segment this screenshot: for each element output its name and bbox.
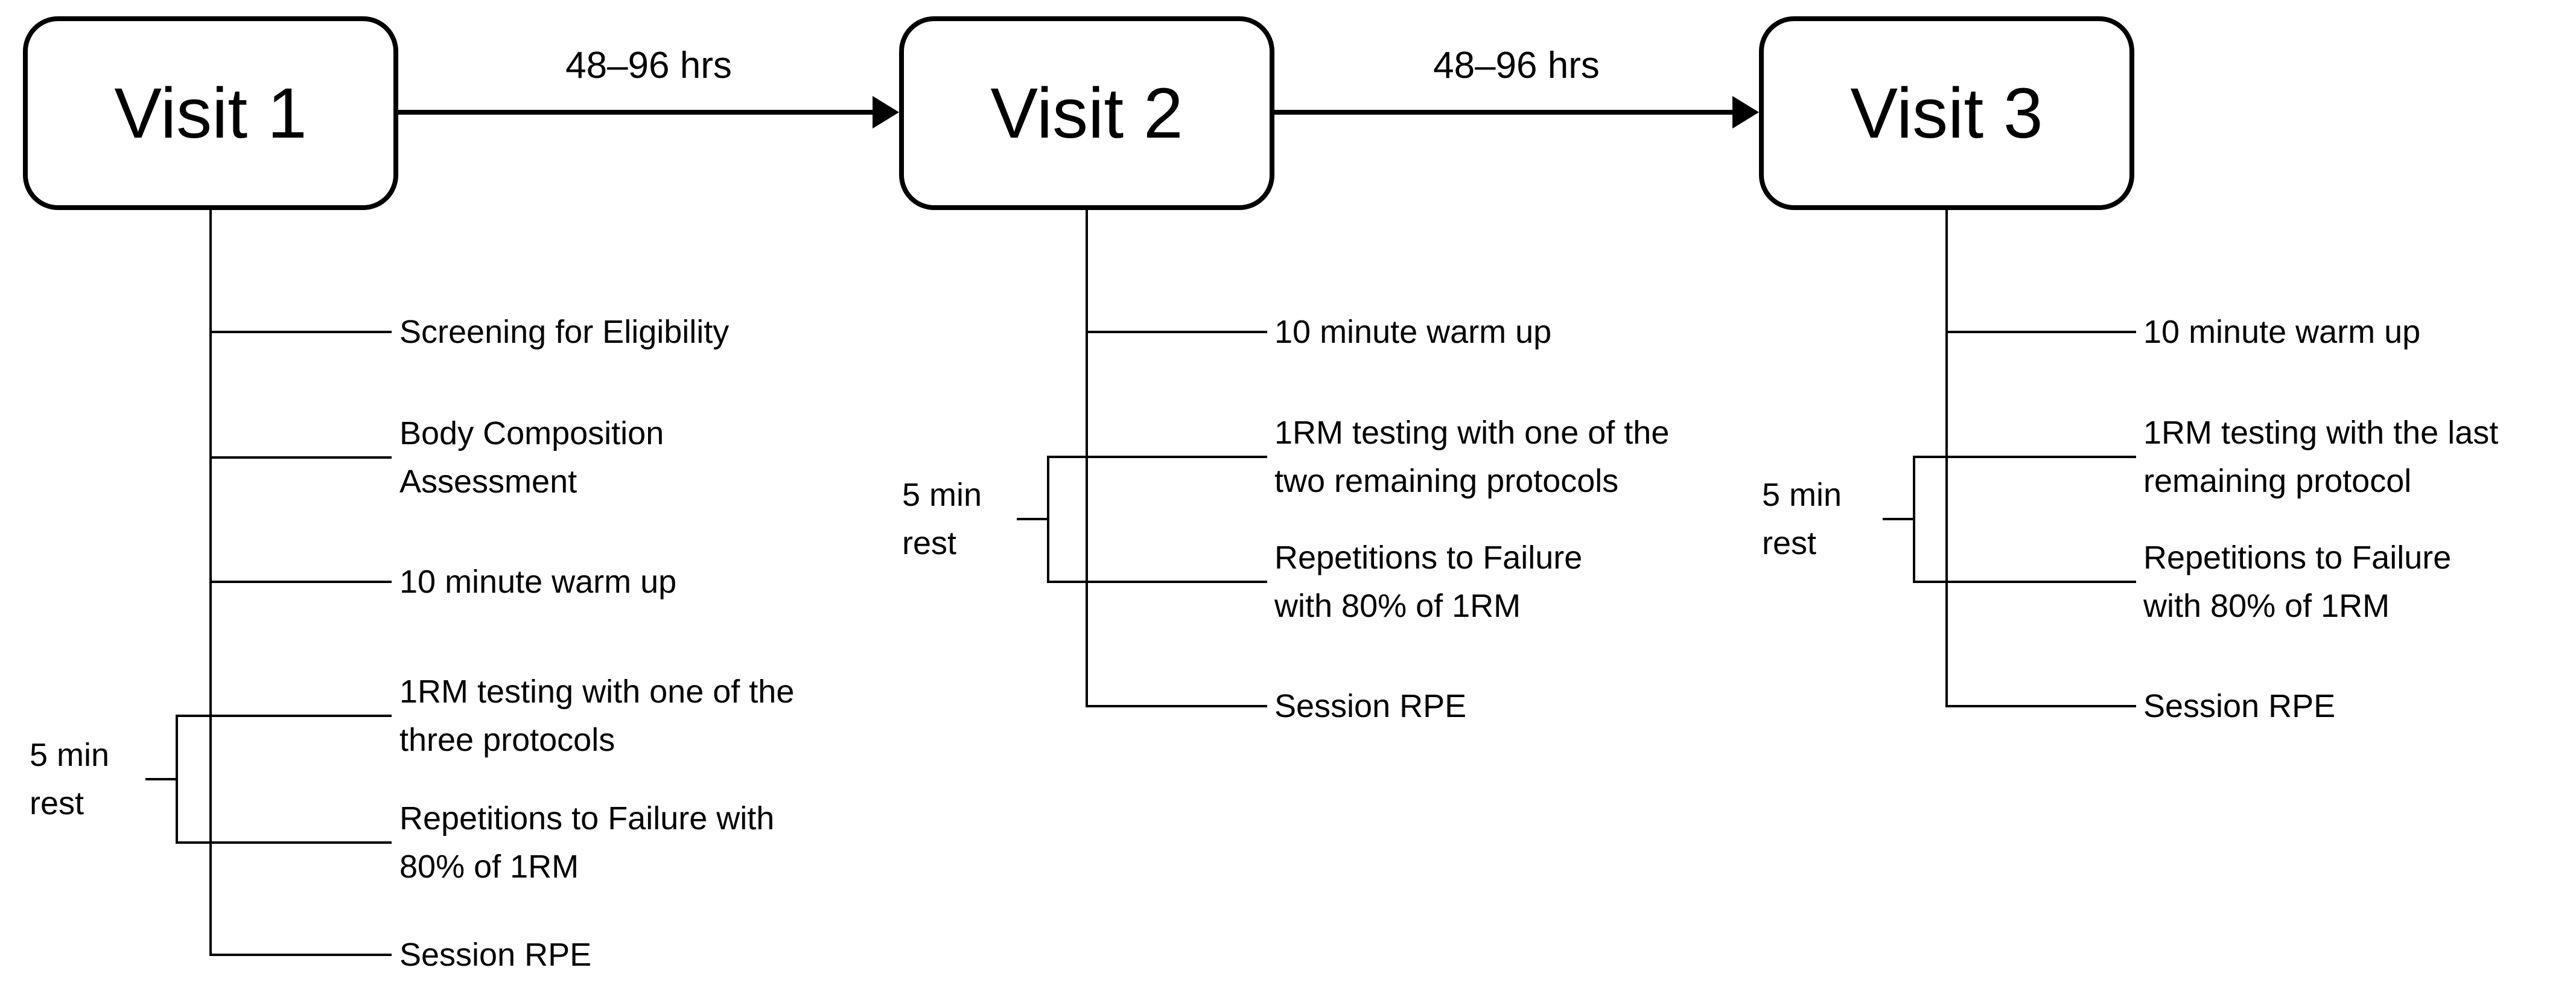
visit-3-branch-line-2 (1913, 456, 2136, 458)
visit-1-branch-line-1 (209, 331, 392, 333)
visit-3-item-repetitions: Repetitions to Failure with 80% of 1RM (2143, 540, 2452, 624)
visit-1-rest-tick-line (145, 778, 177, 780)
visit-2-item-repetitions: Repetitions to Failure with 80% of 1RM (1274, 540, 1583, 624)
visit-2-branch-line-2 (1047, 456, 1267, 458)
visit-2-branch-line-1 (1086, 331, 1267, 333)
visit-2-trunk-line (1086, 209, 1088, 707)
visit-1-rest-label: 5 min rest (30, 737, 110, 821)
visit-1-item-session-rpe: Session RPE (399, 937, 592, 973)
visit-1-item-repetitions: Repetitions to Failure with 80% of 1RM (399, 800, 775, 885)
visit-3-branch-line-1 (1945, 331, 2136, 333)
visit-3-title: Visit 3 (1850, 73, 2043, 153)
visit-2-title: Visit 2 (990, 73, 1183, 153)
visit-1-rest-bracket-line (176, 715, 178, 844)
visit-1-branch-line-4 (176, 715, 392, 717)
visit-1-branch-line-6 (209, 954, 392, 956)
visit-3-box: Visit 3 (1759, 16, 2134, 210)
visit-2-box: Visit 2 (899, 16, 1274, 210)
visit-1-item-body-composition: Body Composition Assessment (399, 415, 664, 500)
visit-2-item-session-rpe: Session RPE (1274, 688, 1467, 724)
visit-1-title: Visit 1 (114, 73, 307, 153)
arrow-line-visit1-visit2 (398, 110, 875, 115)
visit-1-branch-line-5 (176, 841, 392, 844)
interval-label-2: 48–96 hrs (1433, 45, 1600, 86)
visit-3-trunk-line (1945, 209, 1948, 707)
visit-3-rest-label: 5 min rest (1762, 477, 1842, 561)
visit-2-rest-tick-line (1017, 518, 1048, 520)
arrow-line-visit2-visit3 (1274, 110, 1734, 115)
visit-3-rest-tick-line (1883, 518, 1914, 520)
visit-1-item-warm-up: 10 minute warm up (399, 564, 677, 600)
visit-3-item-1rm-testing: 1RM testing with the last remaining prot… (2143, 415, 2499, 499)
visit-3-rest-bracket-line (1913, 456, 1915, 583)
visit-1-item-screening: Screening for Eligibility (399, 314, 730, 350)
visit-2-branch-line-4 (1086, 705, 1267, 707)
visit-3-item-warm-up: 10 minute warm up (2143, 314, 2421, 350)
visit-3-branch-line-3 (1913, 581, 2136, 583)
visit-1-branch-line-3 (209, 581, 392, 583)
interval-label-1: 48–96 hrs (565, 45, 732, 86)
visit-1-item-1rm-testing: 1RM testing with one of the three protoc… (399, 674, 795, 758)
arrowhead-icon-visit2 (873, 96, 899, 129)
visit-3-branch-line-4 (1945, 705, 2136, 707)
visit-2-rest-label: 5 min rest (902, 477, 982, 561)
visit-2-rest-bracket-line (1047, 456, 1049, 583)
visit-2-branch-line-3 (1047, 581, 1267, 583)
visit-1-box: Visit 1 (23, 16, 398, 210)
visit-3-item-session-rpe: Session RPE (2143, 688, 2336, 724)
visit-2-item-1rm-testing: 1RM testing with one of the two remainin… (1274, 415, 1670, 499)
arrowhead-icon-visit3 (1732, 96, 1759, 129)
visit-1-branch-line-2 (209, 456, 392, 459)
visit-2-item-warm-up: 10 minute warm up (1274, 314, 1552, 350)
